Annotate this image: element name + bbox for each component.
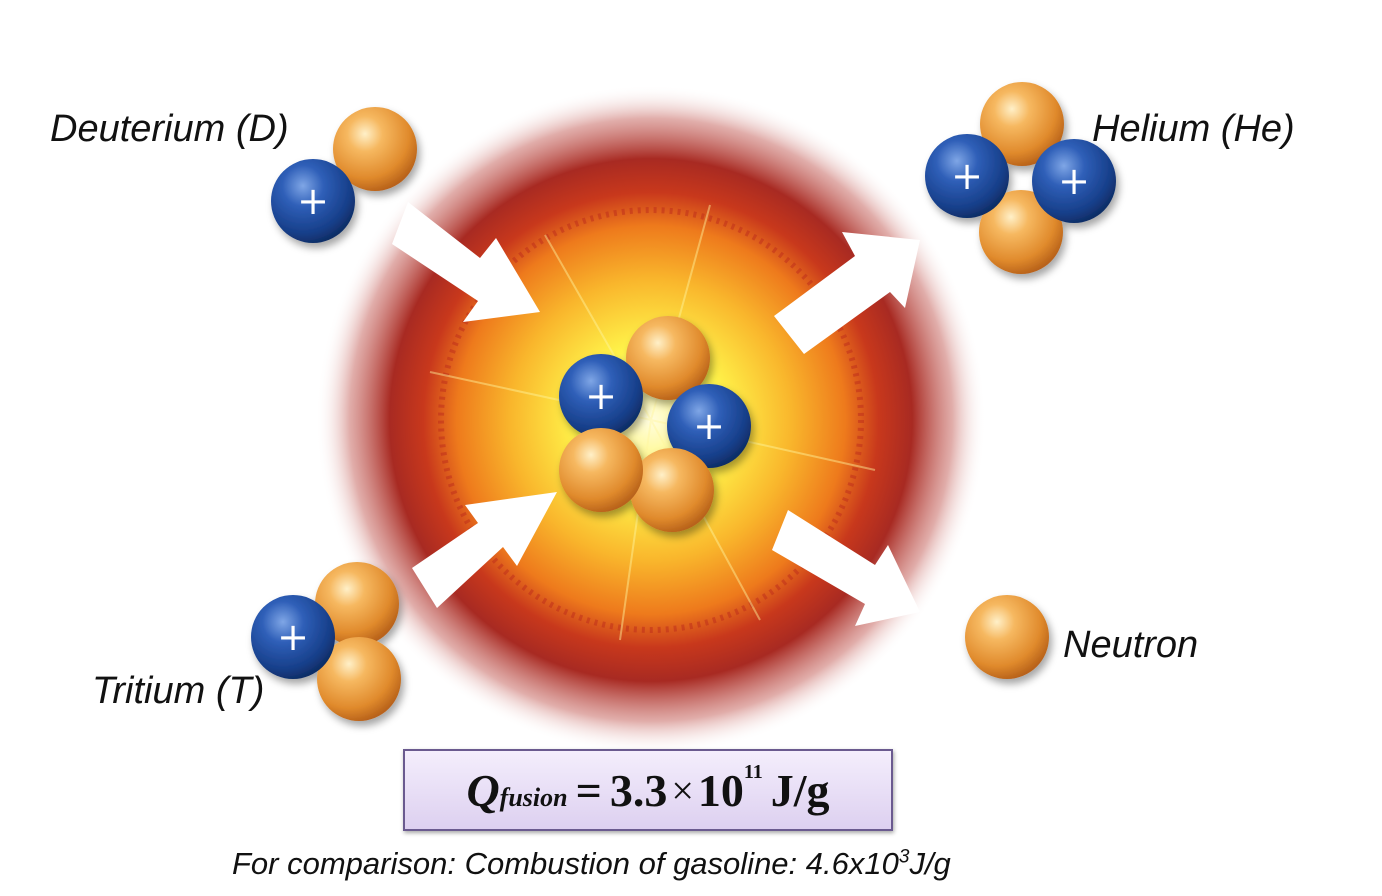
- deuterium-neutron: [333, 107, 417, 191]
- formula-symbol: Q: [466, 764, 500, 816]
- deuterium-label: Deuterium (D): [50, 108, 289, 150]
- arrow-helium-out: [774, 232, 920, 354]
- tritium-label: Tritium (T): [92, 670, 265, 712]
- helium-nucleus: + +: [925, 82, 1116, 274]
- comparison-unit: J/g: [909, 846, 951, 881]
- tritium-nucleus: +: [251, 562, 401, 721]
- proton-plus-icon: +: [1058, 159, 1090, 203]
- proton-plus-icon: +: [693, 404, 725, 448]
- tritium-proton: [251, 595, 335, 679]
- neutron-particle: [965, 595, 1049, 679]
- deuterium-proton: [271, 159, 355, 243]
- comparison-note: For comparison: Combustion of gasoline: …: [232, 846, 951, 882]
- fusing-cluster: + +: [559, 316, 751, 532]
- center-neutron-bottom-left: [559, 428, 643, 512]
- helium-proton-left: [925, 134, 1009, 218]
- arrow-deuterium-in: [392, 202, 540, 322]
- proton-plus-icon: +: [277, 615, 309, 659]
- center-neutron-bottom-right: [630, 448, 714, 532]
- comparison-exponent: 3: [898, 846, 910, 868]
- tritium-neutron-bottom: [317, 637, 401, 721]
- center-neutron-top: [626, 316, 710, 400]
- neutron-label: Neutron: [1063, 624, 1199, 666]
- formula-subscript: fusion: [499, 783, 568, 812]
- fusion-energy-formula: Q fusion = 3.3 × 10 11 J/g: [403, 749, 893, 831]
- formula-base: 10: [697, 764, 744, 816]
- proton-plus-icon: +: [585, 374, 617, 418]
- formula-unit: J/g: [770, 764, 830, 816]
- deuterium-nucleus: +: [271, 107, 417, 243]
- free-neutron: [965, 595, 1049, 679]
- arrow-tritium-in: [412, 492, 557, 608]
- helium-label: Helium (He): [1092, 108, 1295, 150]
- comparison-text: For comparison: Combustion of gasoline: …: [232, 846, 899, 881]
- glow-ring: [438, 207, 864, 633]
- formula-mantissa: 3.3: [609, 764, 668, 816]
- center-proton-right: [667, 384, 751, 468]
- formula-equals: =: [575, 764, 602, 816]
- helium-proton-right: [1032, 139, 1116, 223]
- helium-neutron-bottom: [979, 190, 1063, 274]
- formula-exponent: 11: [743, 760, 763, 783]
- arrow-neutron-out: [772, 510, 920, 626]
- formula-times: ×: [671, 767, 694, 813]
- proton-plus-icon: +: [297, 179, 329, 223]
- proton-plus-icon: +: [951, 154, 983, 198]
- fusion-glow: [316, 85, 986, 755]
- center-proton-left: [559, 354, 643, 438]
- helium-neutron-top: [980, 82, 1064, 166]
- tritium-neutron-top: [315, 562, 399, 646]
